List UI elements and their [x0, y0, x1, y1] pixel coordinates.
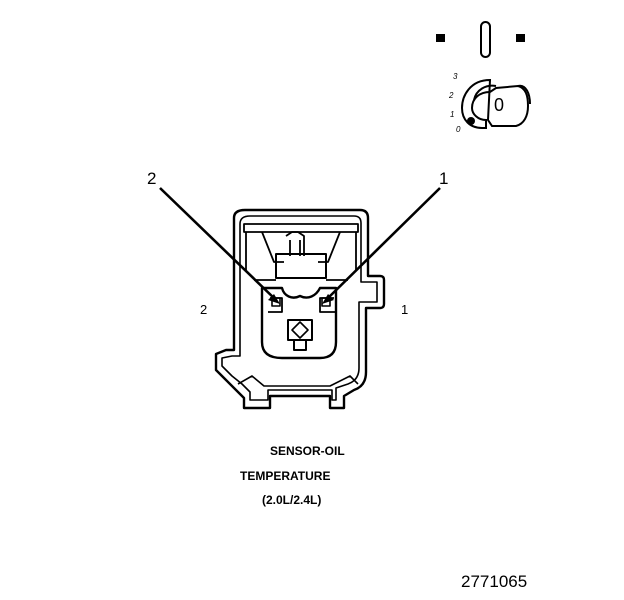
key-post-diamond — [291, 321, 309, 339]
housing-inner-outline — [221, 215, 378, 401]
callout-number-2: 2 — [147, 169, 157, 188]
pin-label-1: 1 — [401, 302, 409, 317]
cavity-outline — [260, 286, 338, 360]
latch-block — [275, 253, 327, 279]
leader-lines — [159, 187, 441, 304]
indicator-slot — [480, 21, 491, 58]
leader-line-pin-1 — [325, 187, 441, 301]
key-position-0: 0 — [456, 125, 461, 134]
housing-ledge-outer — [237, 375, 359, 387]
caption-line-3: (2.0L/2.4L) — [262, 493, 322, 507]
ignition-key-icon — [436, 21, 531, 129]
caption-line-2: TEMPERATURE — [240, 469, 331, 483]
figure-number: 2771065 — [461, 572, 528, 591]
key-position-dot — [467, 117, 475, 125]
arrowhead-pin-2 — [268, 294, 280, 304]
key-post — [287, 319, 313, 351]
pin-label-2: 2 — [200, 302, 208, 317]
housing-outer-outline — [214, 208, 386, 410]
key-position-3: 3 — [453, 72, 458, 81]
key-center-label: 0 — [494, 95, 505, 115]
connector-housing — [214, 208, 386, 410]
latch-arm-left — [261, 231, 284, 263]
key-bow — [473, 84, 531, 105]
indicator-square-left — [436, 34, 445, 42]
indicator-square-right — [516, 34, 525, 42]
latch-frame — [243, 223, 359, 270]
latch-tab — [285, 231, 305, 256]
callout-number-1: 1 — [439, 169, 449, 188]
key-head — [460, 78, 530, 129]
caption-line-1: SENSOR-OIL — [270, 444, 345, 458]
latch-arm-right — [318, 231, 341, 263]
arrowhead-pin-1 — [322, 294, 334, 304]
leader-line-pin-2 — [159, 187, 277, 301]
key-position-1: 1 — [450, 110, 455, 119]
key-position-2: 2 — [449, 91, 454, 100]
